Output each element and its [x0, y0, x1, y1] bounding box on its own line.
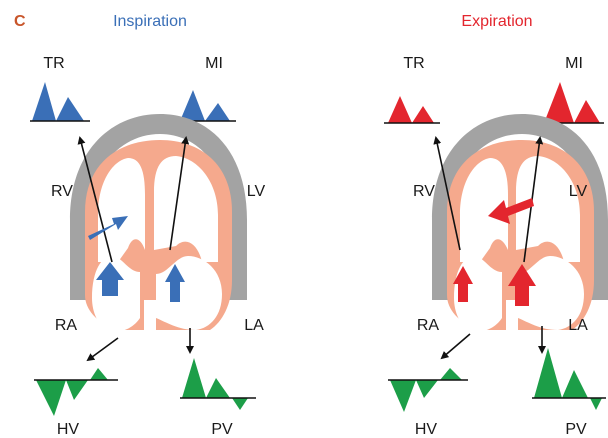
- hv-flow-arrow-icon: [86, 337, 119, 362]
- ra-label: RA: [417, 317, 440, 334]
- hv-reversal-wave: [90, 368, 108, 380]
- mi-label: MI: [205, 55, 223, 72]
- panel-letter: C: [14, 13, 26, 30]
- rv-cavity: [460, 158, 508, 262]
- inspiration-title: Inspiration: [113, 13, 187, 30]
- pv-reversal-wave: [232, 398, 248, 410]
- ra-label: RA: [55, 317, 78, 334]
- pv-label: PV: [211, 421, 233, 438]
- expiration-panel: Expiration TR MI: [384, 13, 608, 438]
- mi-jet-arrow-icon: [169, 136, 190, 251]
- pv-waveform-icon: [534, 348, 588, 398]
- hv-doppler-waveform: [388, 368, 468, 412]
- tr-doppler-waveform: [30, 82, 90, 122]
- hv-waveform-icon: [36, 380, 88, 416]
- lv-cavity: [154, 156, 218, 262]
- tr-label: TR: [403, 55, 424, 72]
- pv-doppler-waveform: [532, 348, 606, 410]
- tr-label: TR: [43, 55, 64, 72]
- septal-shift-arrow-icon: [88, 216, 128, 240]
- mi-label: MI: [565, 55, 583, 72]
- atrial-septum-gap: [506, 300, 518, 332]
- la-inflow-arrow-icon: [165, 264, 185, 302]
- la-label: LA: [568, 317, 588, 334]
- mi-doppler-waveform: [540, 82, 604, 124]
- ra-inflow-arrow-icon: [453, 266, 473, 302]
- tr-jet-arrow-icon: [433, 136, 461, 251]
- la-label: LA: [244, 317, 264, 334]
- mi-doppler-waveform: [178, 90, 236, 122]
- hv-reversal-wave: [440, 368, 462, 380]
- heart-cross-section-icon: [70, 114, 247, 332]
- lv-cavity: [516, 156, 580, 262]
- tr-jet-arrow-icon: [77, 136, 113, 263]
- pv-reversal-wave: [590, 398, 602, 410]
- rv-cavity: [98, 158, 145, 262]
- tr-doppler-waveform: [384, 96, 440, 124]
- expiration-title: Expiration: [461, 13, 532, 30]
- hv-doppler-waveform: [34, 368, 118, 416]
- hv-flow-arrow-icon: [440, 333, 471, 360]
- heart-cross-section-icon: [432, 114, 608, 332]
- ra-inflow-arrow-icon: [96, 262, 124, 296]
- la-cavity: [518, 256, 584, 330]
- septal-shift-arrow-icon: [488, 198, 534, 224]
- inspiration-panel: Inspiration TR MI: [30, 13, 266, 438]
- mi-waveform-icon: [180, 90, 230, 121]
- pv-label: PV: [565, 421, 587, 438]
- la-inflow-arrow-icon: [508, 264, 536, 306]
- lv-label: LV: [569, 183, 588, 200]
- pv-doppler-waveform: [180, 358, 256, 410]
- atrial-septum-gap: [144, 300, 156, 332]
- hv-label: HV: [57, 421, 80, 438]
- mi-waveform-icon: [544, 82, 600, 123]
- lv-label: LV: [247, 183, 266, 200]
- rv-label: RV: [51, 183, 73, 200]
- hv-label: HV: [415, 421, 438, 438]
- tr-waveform-icon: [388, 96, 434, 123]
- pv-waveform-icon: [182, 358, 230, 398]
- rv-label: RV: [413, 183, 435, 200]
- hv-waveform-icon: [390, 380, 438, 412]
- tr-waveform-icon: [32, 82, 84, 121]
